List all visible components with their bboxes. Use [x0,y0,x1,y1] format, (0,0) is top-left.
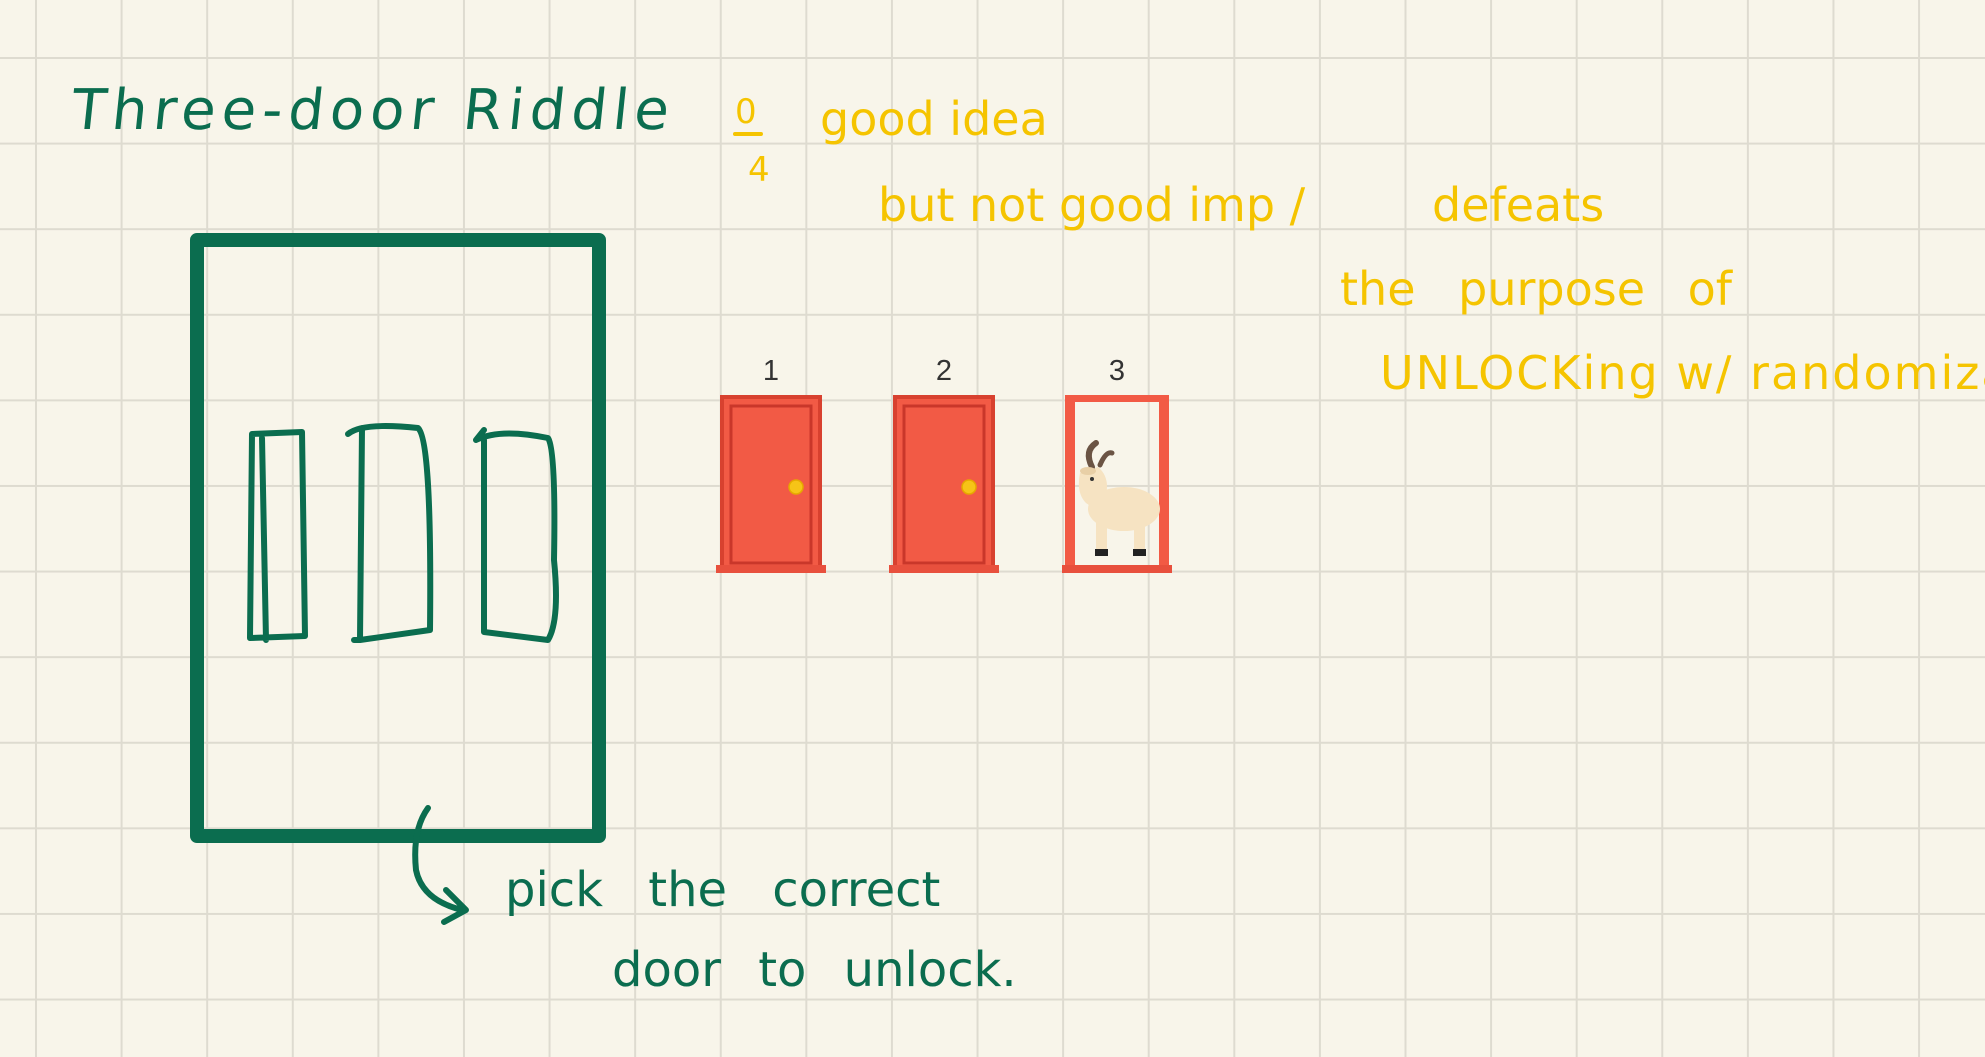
annotation-line-3: defeats [1432,178,1605,232]
door-number: 3 [1108,355,1126,387]
annotation-line-1: good idea [820,92,1048,146]
door-icon [889,395,999,573]
annotation-line-2: but not good imp / [878,178,1306,232]
caption-line-2: door to unlock. [612,942,1017,998]
door-2[interactable]: 2 [889,355,999,575]
annotation-line-5: UNLOCKing w/ randomiza. [1380,346,1985,400]
sketch-door-3 [473,427,559,643]
phone-frame [190,233,606,843]
door-number: 1 [762,355,780,387]
door-number: 2 [935,355,953,387]
score-fraction-bar [733,132,763,136]
door-1[interactable]: 1 [716,355,826,575]
score-denominator: 4 [748,150,770,190]
caption-line-1: pick the correct [505,862,941,918]
goat-icon [1078,440,1160,556]
door-3[interactable]: 3 [1062,355,1172,575]
curved-arrow [412,805,469,925]
sketch-door-2 [345,423,434,643]
door-icon [716,395,826,573]
sketch-door-1 [247,429,308,643]
score-numerator: 0 [735,92,757,132]
annotation-line-4: the purpose of [1340,262,1732,316]
open-door-icon [1062,395,1172,573]
